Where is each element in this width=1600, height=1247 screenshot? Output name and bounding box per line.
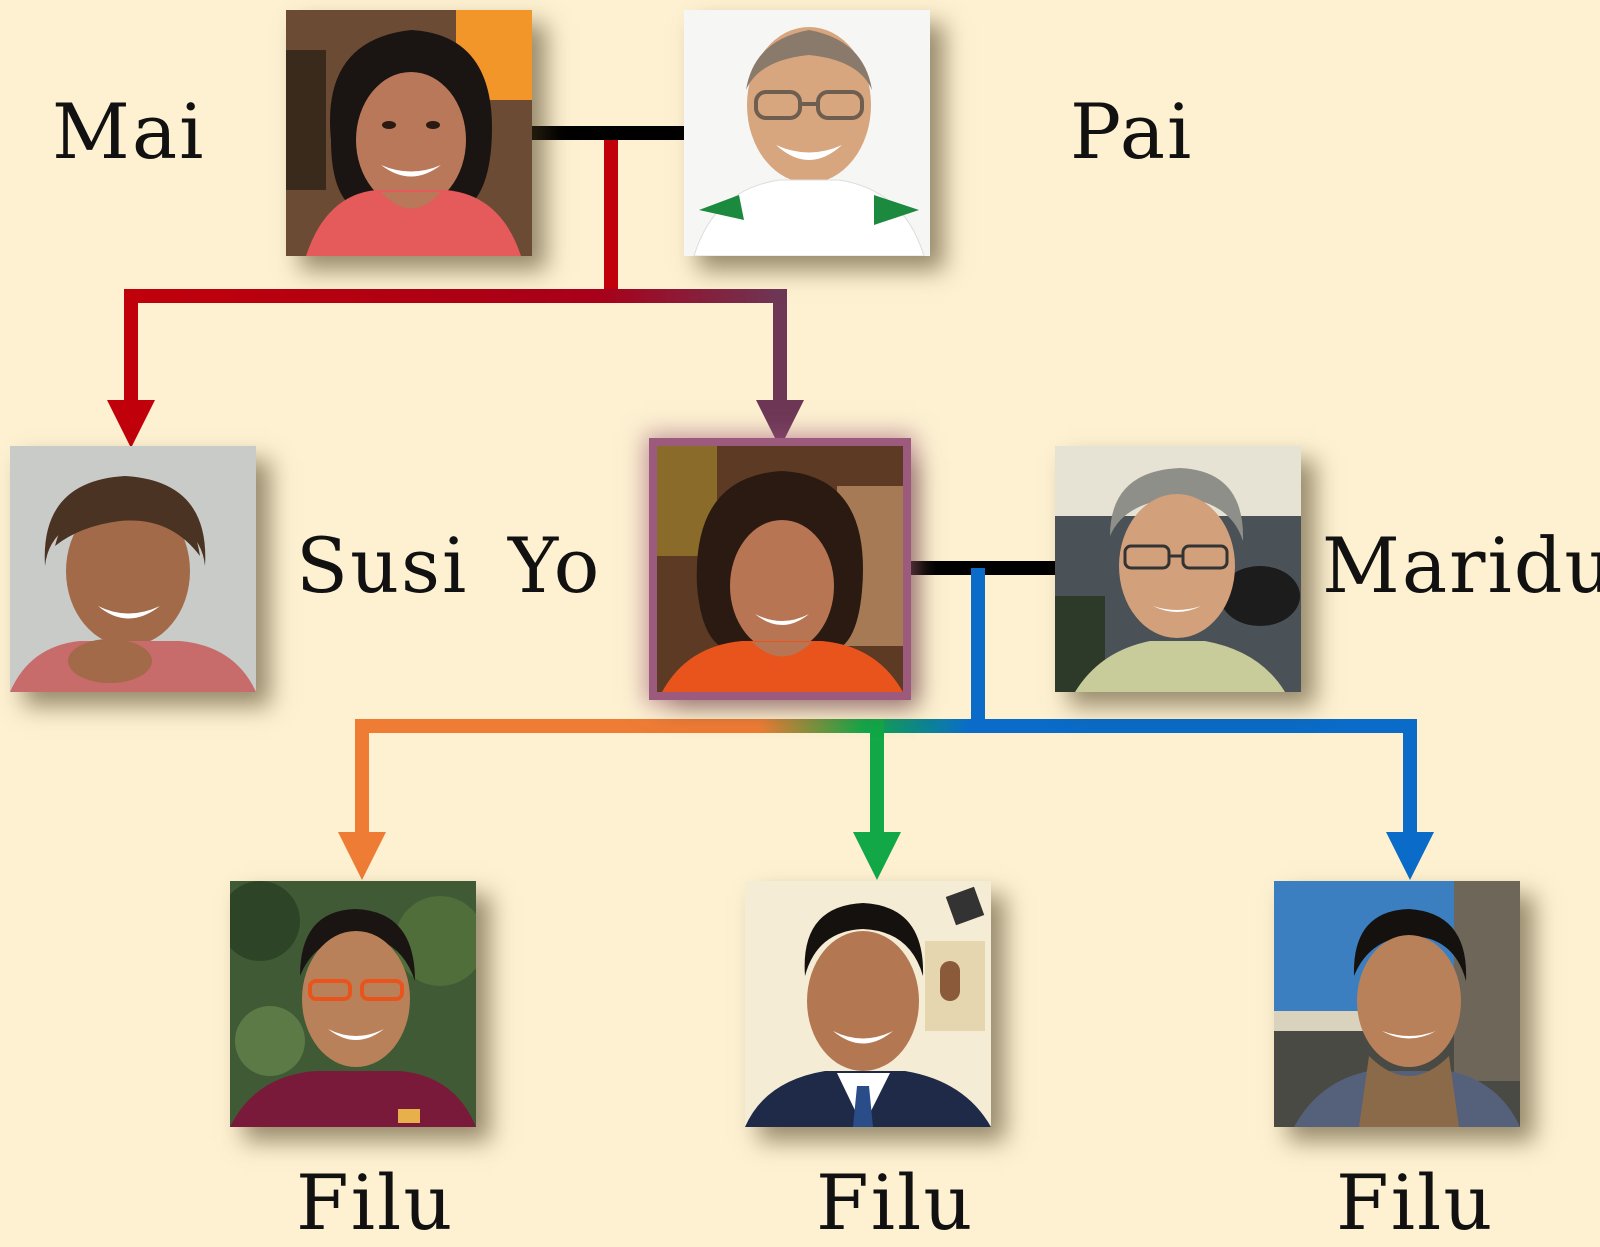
arrow-to-filu-3	[1386, 832, 1434, 880]
man-portrait-icon	[684, 10, 930, 256]
photo-mai	[286, 10, 532, 256]
photo-yo	[657, 446, 903, 692]
name-mai: Mai	[52, 87, 206, 176]
name-pai: Pai	[1070, 87, 1194, 176]
arrow-to-susi	[107, 400, 155, 448]
woman-portrait-icon	[657, 446, 903, 692]
young-man-portrait-icon	[1274, 881, 1520, 1127]
photo-filu-2	[745, 881, 991, 1127]
photo-filu-1	[230, 881, 476, 1127]
name-yo: Yo	[508, 521, 602, 610]
arrow-to-filu-2	[853, 832, 901, 880]
young-man-portrait-icon	[230, 881, 476, 1127]
arrow-to-filu-1	[338, 832, 386, 880]
name-susi: Susi	[296, 521, 469, 610]
woman-portrait-icon	[286, 10, 532, 256]
arrow-to-yo	[756, 400, 804, 448]
photo-susi	[10, 446, 256, 692]
name-maridu: Maridu	[1322, 521, 1600, 610]
photo-filu-3	[1274, 881, 1520, 1127]
young-man-portrait-icon	[745, 881, 991, 1127]
woman-portrait-icon	[10, 446, 256, 692]
photo-pai	[684, 10, 930, 256]
name-filu-1: Filu	[296, 1158, 455, 1247]
name-filu-3: Filu	[1336, 1158, 1495, 1247]
man-portrait-icon	[1055, 446, 1301, 692]
name-filu-2: Filu	[816, 1158, 975, 1247]
photo-maridu	[1055, 446, 1301, 692]
